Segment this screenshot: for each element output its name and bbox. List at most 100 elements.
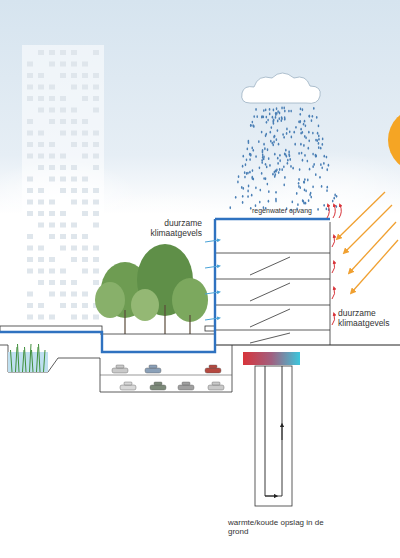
tower-window — [38, 188, 44, 193]
rain-drop — [328, 164, 330, 167]
rain-drop — [249, 171, 251, 174]
rain-drop — [249, 158, 251, 161]
tower-window — [38, 246, 44, 251]
rain-drop — [307, 179, 309, 182]
tower-window — [27, 200, 33, 205]
rain-drop — [269, 113, 271, 116]
rain-drop — [310, 192, 312, 195]
rain-drop — [267, 183, 269, 186]
rain-drop — [251, 147, 253, 150]
tower-window — [82, 96, 88, 101]
tower-window — [71, 223, 77, 228]
rain-drop — [283, 136, 285, 139]
rain-drop — [250, 124, 252, 127]
tower-window — [27, 177, 33, 182]
rain-drop — [304, 189, 306, 192]
tower-window — [49, 280, 55, 285]
building-section — [205, 222, 330, 345]
tower-window — [60, 280, 66, 285]
tower-window — [60, 62, 66, 67]
rain-drop — [272, 173, 274, 176]
tower-window — [38, 257, 44, 262]
rain-drop — [273, 119, 275, 122]
rain-drop — [279, 112, 281, 115]
rain-drop — [263, 155, 265, 158]
rain-drop — [326, 156, 328, 159]
rain-drop — [288, 110, 290, 113]
reed — [18, 344, 20, 372]
sun — [388, 108, 400, 172]
tower-window — [38, 73, 44, 78]
rain-drop — [292, 167, 294, 170]
rain-drop — [316, 116, 318, 119]
tower-window — [93, 165, 99, 170]
rain-drop — [303, 123, 305, 126]
rain-drop — [277, 120, 279, 123]
rain-drop — [278, 117, 280, 120]
tower-building — [22, 45, 104, 330]
rain-drop — [235, 196, 237, 199]
tower-window — [49, 142, 55, 147]
rain-drop — [252, 124, 254, 127]
rain-drop — [312, 132, 314, 135]
tower-window — [82, 234, 88, 239]
tower-window — [49, 211, 55, 216]
car-roof — [154, 382, 162, 385]
rain-drop — [312, 185, 314, 188]
tower-window — [71, 85, 77, 90]
tower-window — [49, 50, 55, 55]
tower-window — [27, 257, 33, 262]
heat-cold-storage — [243, 352, 300, 506]
tower-window — [60, 246, 66, 251]
rain-drop — [312, 165, 314, 168]
rain-drop — [298, 182, 300, 185]
tower-window — [60, 269, 66, 274]
rain-drop — [275, 198, 277, 201]
rain-drop — [266, 121, 268, 124]
rain-drop — [242, 201, 244, 204]
rain-drop — [326, 168, 328, 171]
rain-drop — [255, 108, 257, 111]
rain-drop — [317, 132, 319, 135]
tower-window — [82, 73, 88, 78]
tower-window — [60, 211, 66, 216]
tower-window — [60, 292, 66, 297]
rain-drop — [277, 162, 279, 165]
rain-drop — [289, 130, 291, 133]
facade-label: duurzame klimaatgevels — [150, 219, 202, 239]
rain-drop — [300, 128, 302, 131]
rain-drop — [298, 120, 300, 123]
rain-drop — [300, 107, 302, 110]
rain-drop — [308, 139, 310, 142]
rain-drop — [298, 185, 300, 188]
rain-drop — [272, 116, 274, 119]
rain-drop — [302, 108, 304, 111]
rain-drop — [283, 184, 285, 187]
car — [120, 385, 136, 390]
tower-window — [71, 200, 77, 205]
tower-window — [71, 50, 77, 55]
tower-window — [93, 50, 99, 55]
rain-drop — [305, 202, 307, 205]
rain-drop — [288, 151, 290, 154]
tower-window — [60, 223, 66, 228]
tower-window — [93, 154, 99, 159]
tower-window — [82, 177, 88, 182]
tower-window — [93, 108, 99, 113]
rain-drop — [258, 140, 260, 143]
rain-drop — [259, 201, 261, 204]
rain-drop — [255, 204, 257, 207]
reed — [23, 350, 25, 372]
tower-window — [38, 269, 44, 274]
rain-drop — [253, 178, 255, 181]
rain-drop — [269, 108, 271, 111]
rain-drop — [301, 152, 303, 155]
rain-drop — [312, 115, 314, 118]
rain-drop — [237, 181, 239, 184]
rain-drop — [242, 155, 244, 158]
rain-drop — [307, 160, 309, 163]
rain-drop — [277, 110, 279, 113]
rain-drop — [303, 144, 305, 147]
tower-window — [82, 303, 88, 308]
rain-drop — [242, 165, 244, 168]
